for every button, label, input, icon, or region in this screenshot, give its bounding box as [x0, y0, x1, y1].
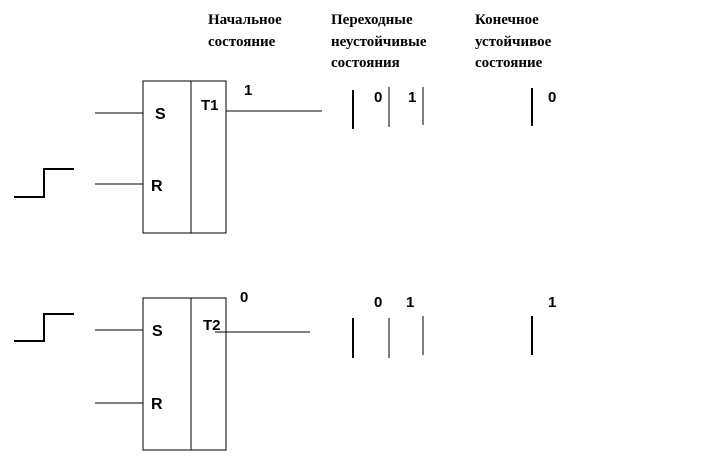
header-initial-state: Начальное состояние: [208, 12, 282, 50]
header-final-line-3: состояние: [475, 55, 543, 71]
trigger-1-body: [142, 80, 227, 234]
header-initial-line-1: Начальное: [208, 12, 282, 28]
trigger-1-transition-value-1: 0: [374, 89, 382, 106]
trigger-2-input-r: R: [151, 396, 163, 413]
header-final-state: Конечное устойчивое состояние: [475, 12, 552, 71]
trigger-2-body: [142, 297, 227, 451]
header-final-line-2: устойчивое: [475, 34, 552, 50]
trigger-1-r-step-signal: [14, 168, 74, 198]
trigger-2-final-state: 1: [548, 294, 556, 311]
header-transitional-line-3: состояния: [331, 55, 400, 71]
header-final-line-1: Конечное: [475, 12, 539, 28]
trigger-1-input-s: S: [155, 106, 166, 123]
trigger-1-name: T1: [201, 97, 219, 114]
trigger-2: S R T2 0 0 1 1: [14, 289, 556, 451]
trigger-2-initial-state: 0: [240, 289, 248, 306]
trigger-1-final-state: 0: [548, 89, 556, 106]
header-initial-line-2: состояние: [208, 34, 276, 50]
trigger-2-input-s: S: [152, 323, 163, 340]
trigger-2-transition-value-2: 1: [406, 294, 414, 311]
header-transitional-line-1: Переходные: [331, 12, 413, 28]
trigger-1-transition-value-2: 1: [408, 89, 416, 106]
trigger-2-name: T2: [203, 317, 221, 334]
trigger-1: S R T1 1 0 1 0: [14, 80, 556, 234]
trigger-2-transition-value-1: 0: [374, 294, 382, 311]
trigger-1-initial-state: 1: [244, 82, 252, 99]
trigger-1-input-r: R: [151, 178, 163, 195]
header-transitional-line-2: неустойчивые: [331, 34, 427, 50]
header-transitional-states: Переходные неустойчивые состояния: [331, 12, 427, 71]
trigger-2-s-step-signal: [14, 313, 74, 342]
